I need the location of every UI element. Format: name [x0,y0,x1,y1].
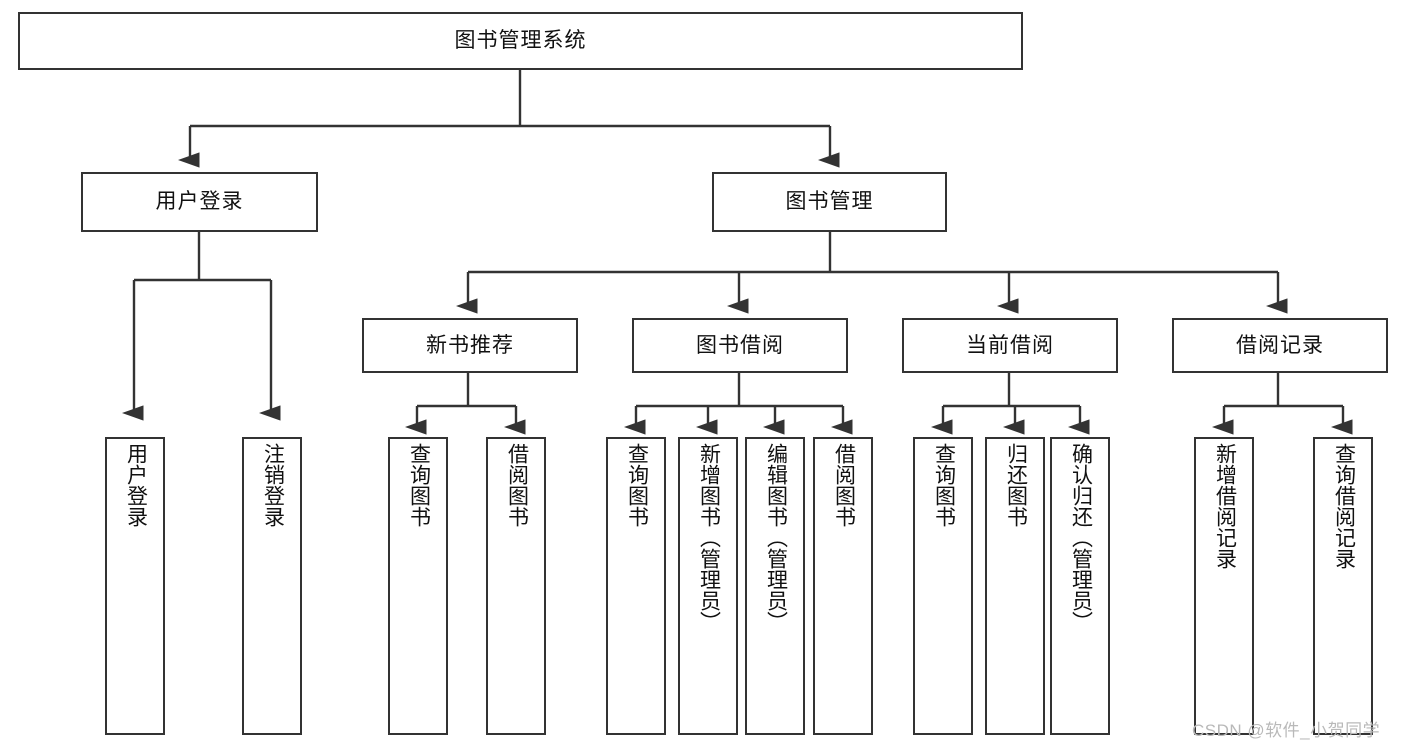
node-leaf-borrow-book-1[interactable]: 借阅图书 [486,437,546,735]
node-user-login[interactable]: 用户登录 [81,172,318,232]
node-root-label: 图书管理系统 [454,29,587,53]
node-current-borrow[interactable]: 当前借阅 [902,318,1118,373]
node-leaf-query-book-1[interactable]: 查询图书 [388,437,448,735]
node-leaf-borrow-book-2-label: 借阅图书 [832,443,856,527]
node-leaf-return-book[interactable]: 归还图书 [985,437,1045,735]
node-leaf-query-book-3[interactable]: 查询图书 [913,437,973,735]
node-leaf-add-record[interactable]: 新增借阅记录 [1194,437,1254,735]
node-book-borrow-label: 图书借阅 [696,333,784,357]
node-borrow-record-label: 借阅记录 [1236,333,1324,357]
node-leaf-query-book-2-label: 查询图书 [625,443,649,527]
node-leaf-user-login[interactable]: 用户登录 [105,437,165,735]
node-leaf-query-book-3-label: 查询图书 [932,443,956,527]
node-leaf-add-book[interactable]: 新增图书（管理员） [678,437,738,735]
node-borrow-record[interactable]: 借阅记录 [1172,318,1388,373]
node-leaf-query-book-2[interactable]: 查询图书 [606,437,666,735]
node-leaf-logout-login-label: 注销登录 [261,443,285,527]
node-book-management-label: 图书管理 [785,190,874,214]
node-leaf-edit-book[interactable]: 编辑图书（管理员） [745,437,805,735]
node-leaf-edit-book-label: 编辑图书（管理员） [764,443,788,632]
node-leaf-add-book-label: 新增图书（管理员） [697,443,721,632]
node-leaf-borrow-book-2[interactable]: 借阅图书 [813,437,873,735]
node-leaf-user-login-label: 用户登录 [124,443,148,527]
node-leaf-logout-login[interactable]: 注销登录 [242,437,302,735]
node-new-book-recommend[interactable]: 新书推荐 [362,318,578,373]
node-leaf-query-book-1-label: 查询图书 [407,443,431,527]
watermark: CSDN @软件_小贺同学 [1192,721,1381,740]
node-leaf-borrow-book-1-label: 借阅图书 [505,443,529,527]
node-book-borrow[interactable]: 图书借阅 [632,318,848,373]
node-book-management[interactable]: 图书管理 [712,172,947,232]
node-user-login-label: 用户登录 [155,190,244,214]
node-current-borrow-label: 当前借阅 [966,333,1054,357]
node-leaf-confirm-return-label: 确认归还（管理员） [1069,443,1093,632]
node-new-book-recommend-label: 新书推荐 [426,333,514,357]
node-leaf-query-record-label: 查询借阅记录 [1332,443,1356,569]
node-leaf-confirm-return[interactable]: 确认归还（管理员） [1050,437,1110,735]
node-root[interactable]: 图书管理系统 [18,12,1023,70]
node-leaf-return-book-label: 归还图书 [1004,443,1028,527]
node-leaf-add-record-label: 新增借阅记录 [1213,443,1237,569]
node-leaf-query-record[interactable]: 查询借阅记录 [1313,437,1373,735]
